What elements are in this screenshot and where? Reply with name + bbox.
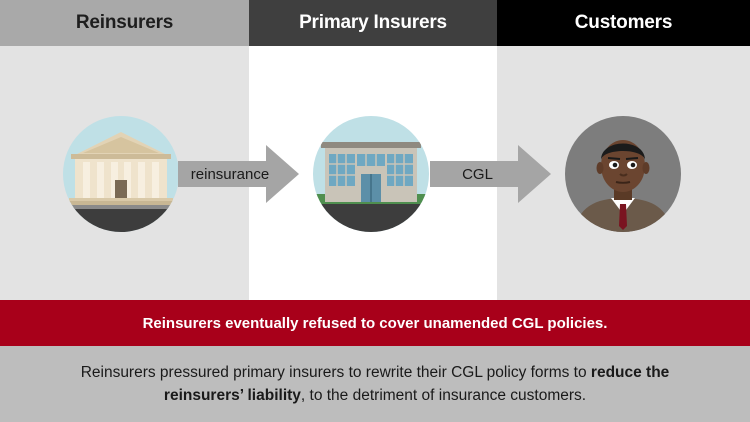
header-customers: Customers <box>497 0 750 46</box>
caption-part-2: , to the detriment of insurance customer… <box>300 387 587 404</box>
caption: Reinsurers pressured primary insurers to… <box>0 346 750 422</box>
caption-bold-2: reinsurers’ liability <box>163 387 301 404</box>
reinsurance-arrow: reinsurance <box>178 145 299 203</box>
cgl-label: CGL <box>462 165 493 183</box>
caption-text: Reinsurers pressured primary insurers to… <box>30 361 720 407</box>
summary-banner: Reinsurers eventually refused to cover u… <box>0 300 750 346</box>
header-reinsurers: Reinsurers <box>0 0 249 46</box>
cgl-arrow: CGL <box>430 145 551 203</box>
caption-bold-1: reduce the <box>590 364 670 381</box>
reinsurance-label: reinsurance <box>190 165 270 183</box>
customer-man-icon <box>565 116 681 232</box>
header-primary-insurers: Primary Insurers <box>249 0 497 46</box>
bank-building-icon <box>63 116 179 232</box>
office-building-icon <box>313 116 429 232</box>
caption-part-1: Reinsurers pressured primary insurers to… <box>80 364 591 381</box>
